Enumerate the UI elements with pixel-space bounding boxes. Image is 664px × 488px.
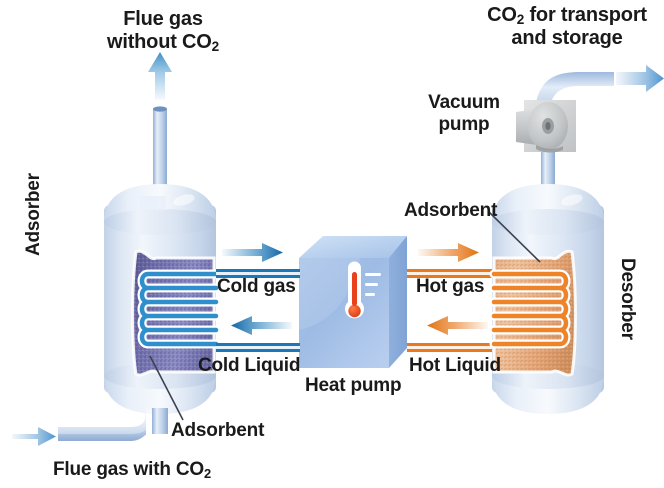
cold-liquid-arrow — [231, 316, 292, 335]
co2-transport-line1: CO2 for transport — [487, 4, 647, 27]
cold-gas-arrow — [222, 243, 283, 262]
adsorbent-right-leader — [488, 211, 541, 263]
hot-liquid-label: Hot Liquid — [409, 355, 501, 376]
adsorbent-left-leader — [149, 355, 184, 421]
flue-gas-outlet-label: Flue gas without CO2 — [68, 8, 258, 54]
cold-liquid-pipe — [216, 343, 300, 352]
cold-liquid-label: Cold Liquid — [198, 355, 301, 376]
cold-gas-label: Cold gas — [217, 276, 296, 297]
vacuum-pump-label: Vacuum pump — [412, 92, 516, 136]
adsorber-outlet-pipe — [153, 108, 167, 198]
adsorbent-right-label: Adsorbent — [404, 200, 498, 221]
heat-pump-unit — [299, 236, 407, 368]
co2-outlet-arrow — [616, 65, 664, 92]
heat-pump-side-face — [389, 236, 407, 368]
adsorber-coil — [137, 269, 221, 349]
co2-transport-line2: and storage — [511, 27, 623, 49]
desorber-cap-highlight — [561, 194, 583, 206]
hot-gas-arrow — [418, 243, 479, 262]
hot-gas-label: Hot gas — [416, 276, 485, 297]
hot-liquid-arrow — [427, 316, 488, 335]
vacuum-pump-line1: Vacuum — [428, 92, 500, 113]
adsorber-bed-outline — [131, 249, 216, 377]
hot-gas-pipe — [407, 269, 494, 278]
co2-discharge-pipe — [534, 72, 614, 126]
cold-gas-pipe — [216, 269, 300, 278]
adsorber-inlet-riser — [152, 408, 168, 434]
adsorber-top-rim — [104, 209, 216, 235]
desorber-label: Desorber — [617, 258, 638, 340]
desorber-coil — [489, 269, 571, 349]
flue-gas-inlet-arrow — [12, 427, 56, 446]
pump-shadow — [536, 145, 563, 153]
flue-gas-outlet-line1: Flue gas — [123, 8, 203, 30]
heat-pump-gloss — [299, 258, 360, 368]
flue-gas-outlet-line2: without CO2 — [106, 31, 220, 54]
vacuum-pump-line2: pump — [438, 113, 490, 135]
adsorber-nozzle-pad — [140, 196, 166, 210]
desorber-vessel — [489, 160, 604, 414]
vacuum-pump — [516, 72, 614, 184]
heat-pump-front-face — [299, 258, 389, 368]
flue-gas-outlet-arrow — [148, 52, 172, 100]
desorber-bed-outline — [492, 249, 577, 377]
desorber-top-rim — [492, 209, 604, 235]
adsorber-label: Adsorber — [23, 173, 44, 256]
heat-pump-label: Heat pump — [305, 375, 402, 396]
thermometer-icon — [345, 261, 381, 319]
flue-gas-inlet-label: Flue gas with CO2 — [53, 459, 211, 481]
adsorber-vessel — [104, 106, 221, 434]
pump-hub-bore — [545, 122, 551, 130]
adsorber-cap-highlight — [173, 194, 195, 206]
heat-pump-top-face — [299, 236, 407, 258]
adsorber-outlet-pipe-mouth — [153, 106, 167, 112]
co2-transport-label: CO2 for transport and storage — [470, 4, 664, 50]
hot-liquid-pipe — [407, 343, 494, 352]
adsorbent-left-label: Adsorbent — [171, 420, 265, 441]
flue-gas-inlet-pipe — [58, 410, 152, 441]
